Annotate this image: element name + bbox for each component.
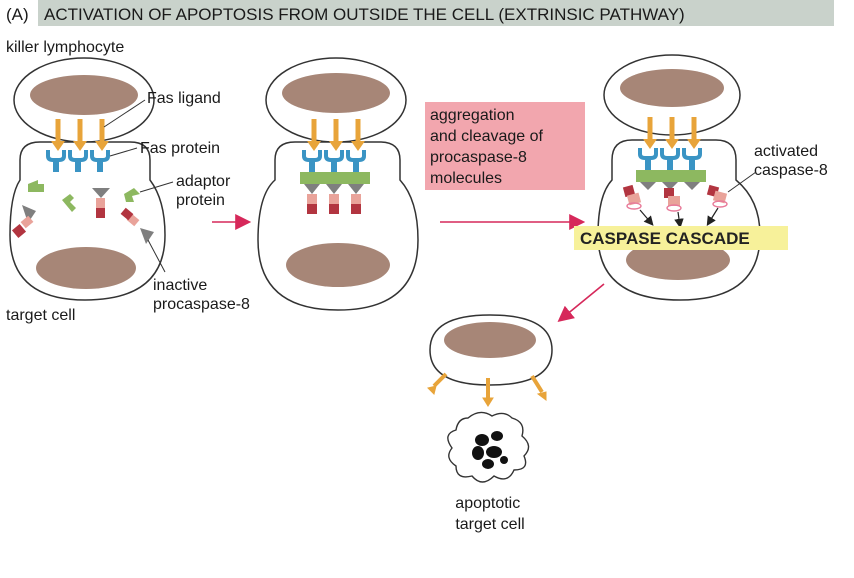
stage4-apoptotic-cell (447, 411, 530, 483)
label-adaptor-protein: adaptor protein (176, 173, 235, 209)
stage3-activated-caspases (622, 184, 728, 212)
header-title: ACTIVATION OF APOPTOSIS FROM OUTSIDE THE… (44, 5, 685, 24)
header-title-background (38, 0, 834, 26)
leader-inactive-procaspase (147, 239, 166, 273)
header-panel-label: (A) (6, 5, 29, 24)
label-activated-caspase: activated caspase-8 (754, 143, 828, 179)
arrow-stage3-to-stage4 (557, 283, 605, 323)
stage2-adaptor-row (300, 172, 370, 194)
stage1-adaptor-proteins (28, 180, 140, 212)
stage1-fas-ligands (51, 119, 109, 151)
stage2-lymphocyte (265, 57, 407, 143)
caspase-cascade-highlight (574, 226, 788, 250)
leader-fas-protein (109, 147, 138, 157)
stage3-fas-ligands (643, 117, 701, 149)
stage2-fas-ligands (307, 119, 365, 151)
label-inactive-procaspase: inactive procaspase-8 (153, 277, 250, 313)
stage2-target-nucleus (286, 243, 390, 287)
aggregation-box (425, 102, 585, 190)
stage2-target-cell (257, 141, 419, 311)
label-fas-protein: Fas protein (140, 140, 220, 157)
stage1-lymphocyte-nucleus (30, 75, 138, 115)
stage3-adaptor-row (636, 170, 706, 190)
stage1-lymphocyte (13, 57, 155, 143)
stage3-small-arrows (639, 207, 719, 229)
stage1-target-nucleus (36, 247, 136, 289)
stage4-lymphocyte (429, 314, 553, 386)
stage1-procaspase-right (120, 207, 154, 244)
label-killer-lymphocyte: killer lymphocyte (6, 39, 124, 56)
leader-activated-caspase (727, 171, 757, 193)
stage4-released-ligands (427, 372, 547, 407)
stage3-lymphocyte (603, 54, 741, 136)
label-apoptotic-target-cell: apoptotic target cell (455, 495, 524, 533)
stage4-lymphocyte-nucleus (444, 322, 536, 358)
stage2-lymphocyte-nucleus (282, 73, 390, 113)
stage4-fragmented-nucleus (472, 431, 508, 469)
stage2-procaspases (307, 194, 361, 214)
label-aggregation: aggregation and cleavage of procaspase-8… (430, 107, 547, 187)
stage1-target-cell (9, 141, 166, 301)
stage3-lymphocyte-nucleus (620, 69, 724, 107)
label-fas-ligand: Fas ligand (147, 90, 221, 107)
leader-adaptor-protein (139, 181, 174, 193)
stage1-procaspase-middle (92, 188, 110, 218)
label-target-cell: target cell (6, 307, 75, 324)
leader-fas-ligand (103, 99, 146, 128)
label-caspase-cascade: CASPASE CASCADE (580, 229, 750, 248)
stage1-procaspase-left (11, 205, 36, 239)
